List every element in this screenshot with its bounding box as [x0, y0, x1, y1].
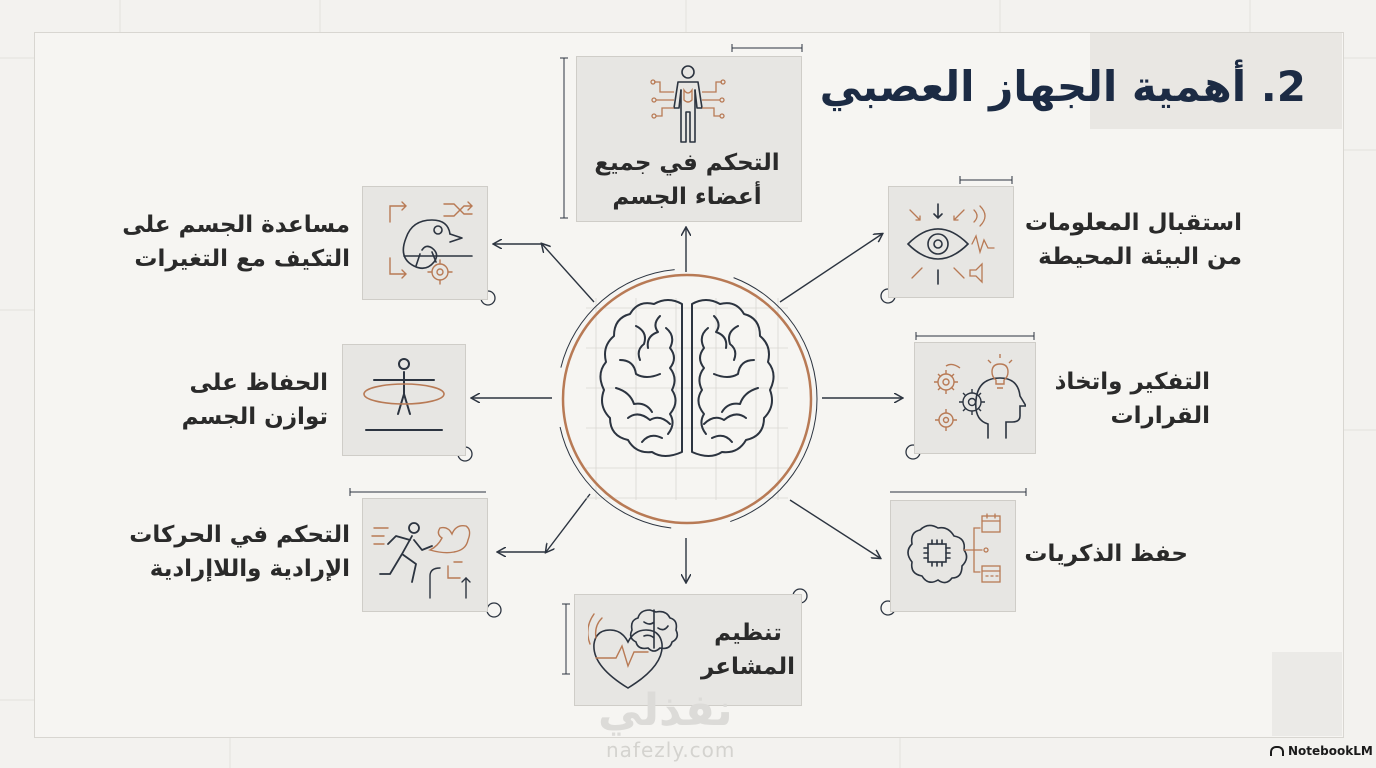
brain-icon: [556, 268, 818, 530]
label-line: تنظيم: [714, 620, 782, 646]
watermark: نفذلي: [598, 685, 733, 736]
card-thinking: [914, 342, 1036, 454]
title-band: [1090, 33, 1342, 129]
label-adapt: مساعدة الجسم على التكيف مع التغيرات: [112, 208, 350, 276]
page-title: 2. أهمية الجهاز العصبي: [819, 62, 1306, 111]
label-line: توازن الجسم: [181, 404, 328, 430]
label-receive-info: استقبال المعلومات من البيئة المحيطة: [1020, 206, 1242, 274]
balance-person-icon: [363, 358, 445, 431]
watermark-url: nafezly.com: [606, 738, 736, 762]
label-memory: حفظ الذكريات: [1024, 537, 1188, 571]
label-line: القرارات: [1110, 403, 1210, 429]
label-line: الإرادية واللاإرادية: [149, 556, 350, 582]
label-line: مساعدة الجسم على: [122, 212, 350, 238]
eye-senses-icon: [906, 203, 995, 285]
label-emotions: تنظيم المشاعر: [700, 616, 796, 684]
label-control-organs: التحكم في جميع أعضاء الجسم: [580, 146, 794, 214]
card-control-organs: [576, 56, 802, 222]
label-movements: التحكم في الحركات الإرادية واللاإرادية: [112, 518, 350, 586]
brand-label: NotebookLM: [1288, 744, 1373, 758]
head-gears-icon: [934, 354, 1026, 439]
label-line: استقبال المعلومات: [1024, 210, 1242, 236]
label-line: التكيف مع التغيرات: [134, 246, 350, 272]
label-line: أعضاء الجسم: [612, 184, 762, 210]
body-circuit-icon: [650, 65, 726, 143]
brand-logo: NotebookLM: [1270, 744, 1373, 758]
label-balance: الحفاظ على توازن الجسم: [168, 366, 328, 434]
corner-block: [1272, 652, 1342, 736]
brain-chip-icon: [907, 513, 1001, 584]
label-line: من البيئة المحيطة: [1038, 244, 1242, 270]
card-emotions: [574, 594, 802, 706]
heart-brain-icon: [588, 609, 679, 689]
card-movements: [362, 498, 488, 612]
chameleon-icon: [389, 201, 473, 285]
label-line: حفظ الذكريات: [1024, 541, 1188, 567]
brand-icon: [1270, 746, 1284, 756]
runner-muscle-icon: [371, 522, 471, 599]
label-line: الحفاظ على: [189, 370, 328, 396]
card-balance: [342, 344, 466, 456]
label-line: المشاعر: [701, 654, 795, 680]
label-thinking: التفكير واتخاذ القرارات: [1040, 365, 1210, 433]
label-line: التحكم في جميع: [594, 150, 780, 176]
label-line: التحكم في الحركات: [129, 522, 350, 548]
label-line: التفكير واتخاذ: [1054, 369, 1210, 395]
card-adapt: [362, 186, 488, 300]
card-memory: [890, 500, 1016, 612]
